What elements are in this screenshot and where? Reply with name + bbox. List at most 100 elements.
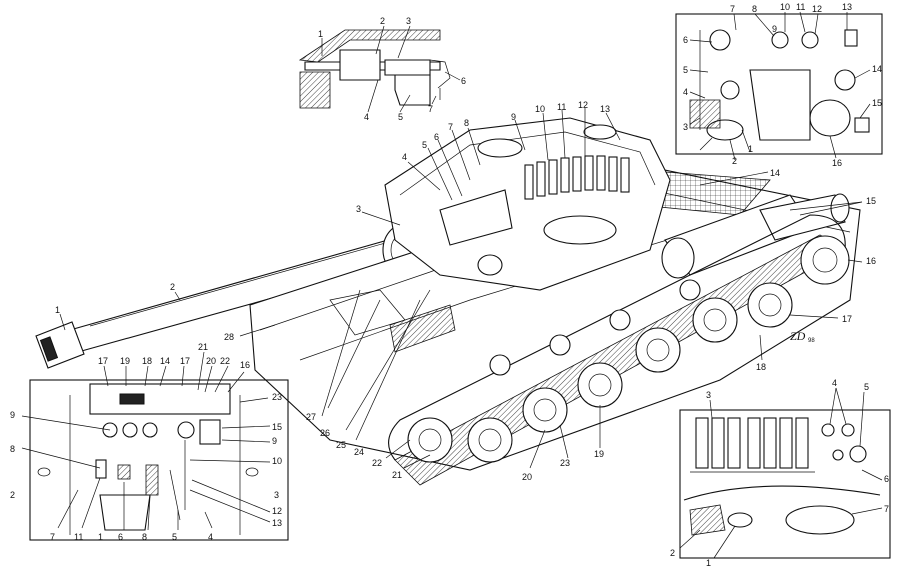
ammo-callout-5: 5 [864, 382, 869, 392]
driver-callout-5: 5 [172, 532, 177, 542]
driver-callout-3: 3 [274, 490, 279, 500]
driver-callout-16: 16 [240, 360, 250, 370]
turret-inset-leaders [689, 11, 871, 161]
turret-callout-5: 5 [683, 65, 688, 75]
callout-17: 17 [842, 314, 852, 324]
turret-callout-14: 14 [872, 64, 882, 74]
ammo-callout-7: 7 [884, 504, 889, 514]
callout-22: 22 [372, 458, 382, 468]
breech-callout-1: 1 [318, 29, 323, 39]
driver-callout-8b: 8 [142, 532, 147, 542]
driver-callout-9b: 9 [272, 436, 277, 446]
driver-inset-leaders [21, 351, 271, 531]
driver-callout-13: 13 [272, 518, 282, 528]
driver-callout-17b: 17 [180, 356, 190, 366]
hull-ammo-rack [690, 417, 815, 473]
callout-8: 8 [464, 118, 469, 128]
callout-2: 2 [170, 282, 175, 292]
callout-27: 27 [306, 412, 316, 422]
callout-16: 16 [866, 256, 876, 266]
turret-callout-12: 12 [812, 4, 822, 14]
turret-callout-16: 16 [832, 158, 842, 168]
driver-callout-11: 11 [74, 532, 83, 542]
callout-24: 24 [354, 447, 364, 457]
callout-23: 23 [560, 458, 570, 468]
callout-21: 21 [392, 470, 402, 480]
callout-5: 5 [422, 140, 427, 150]
driver-callout-19: 19 [120, 356, 130, 366]
driver-callout-23: 23 [272, 392, 282, 402]
turret-callout-2: 2 [732, 156, 737, 166]
driver-callout-22: 22 [220, 356, 230, 366]
breech-callout-4: 4 [364, 112, 369, 122]
callout-26: 26 [320, 428, 330, 438]
breech-callout-6: 6 [461, 76, 466, 86]
turret-callout-13: 13 [842, 2, 852, 12]
driver-callout-9: 9 [10, 410, 15, 420]
running-gear [388, 214, 850, 486]
callout-6: 6 [434, 132, 439, 142]
callout-11: 11 [557, 102, 566, 112]
callout-7: 7 [448, 122, 453, 132]
inset-gun-breech: 1 2 3 4 5 6 7 [298, 16, 466, 122]
turret-callout-8: 8 [752, 4, 757, 14]
driver-callout-20: 20 [206, 356, 216, 366]
turret-callout-9: 9 [772, 24, 777, 34]
callout-9: 9 [511, 112, 516, 122]
turret-callout-3: 3 [683, 122, 688, 132]
main-callouts: 1 2 3 4 5 6 7 8 9 10 11 12 13 14 15 16 1… [55, 100, 876, 482]
driver-callout-6: 6 [118, 532, 123, 542]
ammo-callout-3: 3 [706, 390, 711, 400]
driver-callout-10: 10 [272, 456, 282, 466]
turret-callout-10: 10 [780, 2, 790, 12]
breech-callout-3: 3 [406, 16, 411, 26]
breech-leaders [321, 25, 461, 113]
driver-callout-4: 4 [208, 532, 213, 542]
turret-callout-7: 7 [730, 4, 735, 14]
inset-driver-compartment: 1 2 3 4 5 6 7 8 9 9 10 11 8 12 13 14 15 … [10, 342, 289, 542]
breech-callout-5: 5 [398, 112, 403, 122]
ammo-inset-leaders [679, 387, 883, 559]
turret-callout-4: 4 [683, 87, 688, 97]
inset-turret-interior: 1 2 3 4 5 6 7 8 9 10 11 12 13 14 15 16 [675, 2, 883, 168]
turret [384, 117, 671, 291]
driver-callout-17: 17 [98, 356, 108, 366]
driver-callout-21: 21 [198, 342, 208, 352]
turret-callout-15: 15 [872, 98, 882, 108]
inset-ammo-rack: 1 2 3 4 5 6 7 [670, 378, 891, 568]
artist-signature: ZD 98 [790, 329, 815, 344]
tank-cutaway: 1 2 3 4 5 6 7 8 9 10 11 12 13 14 15 16 1… [35, 100, 876, 486]
signature-text: ZD [790, 329, 806, 343]
driver-callout-1: 1 [98, 532, 103, 542]
callout-18: 18 [756, 362, 766, 372]
callout-4: 4 [402, 152, 407, 162]
callout-25: 25 [336, 440, 346, 450]
turret-ammo-rack [524, 155, 630, 200]
turret-callout-11: 11 [796, 2, 805, 12]
driver-callout-18: 18 [142, 356, 152, 366]
callout-12: 12 [578, 100, 588, 110]
callout-3: 3 [356, 204, 361, 214]
driver-callout-7: 7 [50, 532, 55, 542]
leader-lines [59, 108, 863, 469]
ammo-callout-1: 1 [706, 558, 711, 568]
turret-callout-1: 1 [748, 144, 753, 154]
driver-callout-15: 15 [272, 422, 282, 432]
turret-callout-6: 6 [683, 35, 688, 45]
ammo-callout-6: 6 [884, 474, 889, 484]
breech-callout-2: 2 [380, 16, 385, 26]
callout-13: 13 [600, 104, 610, 114]
signature-year: 98 [808, 338, 815, 344]
ammo-callout-4: 4 [832, 378, 837, 388]
driver-callout-8: 8 [10, 444, 15, 454]
breech-callout-7: 7 [428, 104, 433, 114]
callout-20: 20 [522, 472, 532, 482]
callout-14: 14 [770, 168, 780, 178]
driver-callout-2: 2 [10, 490, 15, 500]
callout-10: 10 [535, 104, 545, 114]
driver-callout-12: 12 [272, 506, 282, 516]
callout-15: 15 [866, 196, 876, 206]
driver-callout-14: 14 [160, 356, 170, 366]
callout-28: 28 [224, 332, 234, 342]
